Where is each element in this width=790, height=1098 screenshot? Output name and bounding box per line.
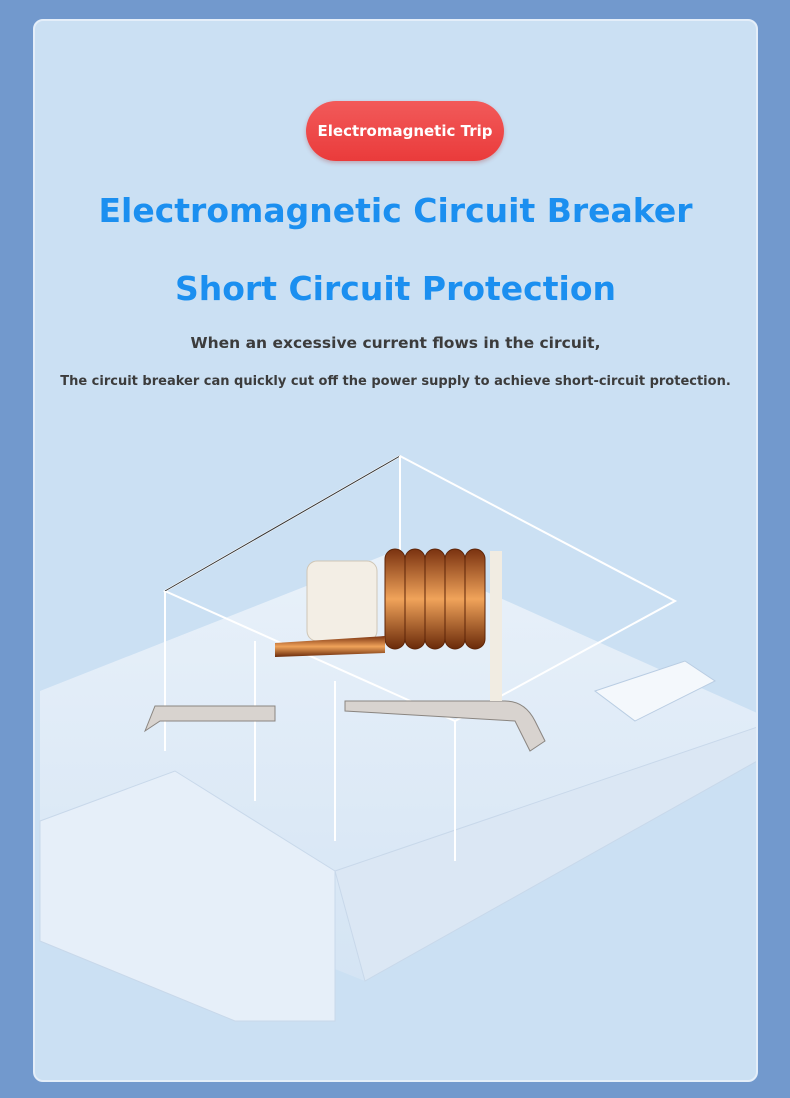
electromagnetic-coil: [143, 548, 546, 752]
description-line-2: The circuit breaker can quickly cut off …: [60, 374, 731, 389]
main-title: Electromagnetic Circuit Breaker: [98, 191, 693, 230]
house-coil-illustration: [39, 454, 756, 1022]
house-model: [39, 454, 756, 1022]
subtitle: Short Circuit Protection: [174, 269, 616, 308]
description-line-1: When an excessive current flows in the c…: [190, 334, 601, 352]
badge-label: Electromagnetic Trip: [317, 122, 493, 140]
electromagnetic-trip-badge: Electromagnetic Trip: [306, 101, 504, 161]
product-card: Electromagnetic Trip Electromagnetic Cir…: [33, 19, 758, 1082]
